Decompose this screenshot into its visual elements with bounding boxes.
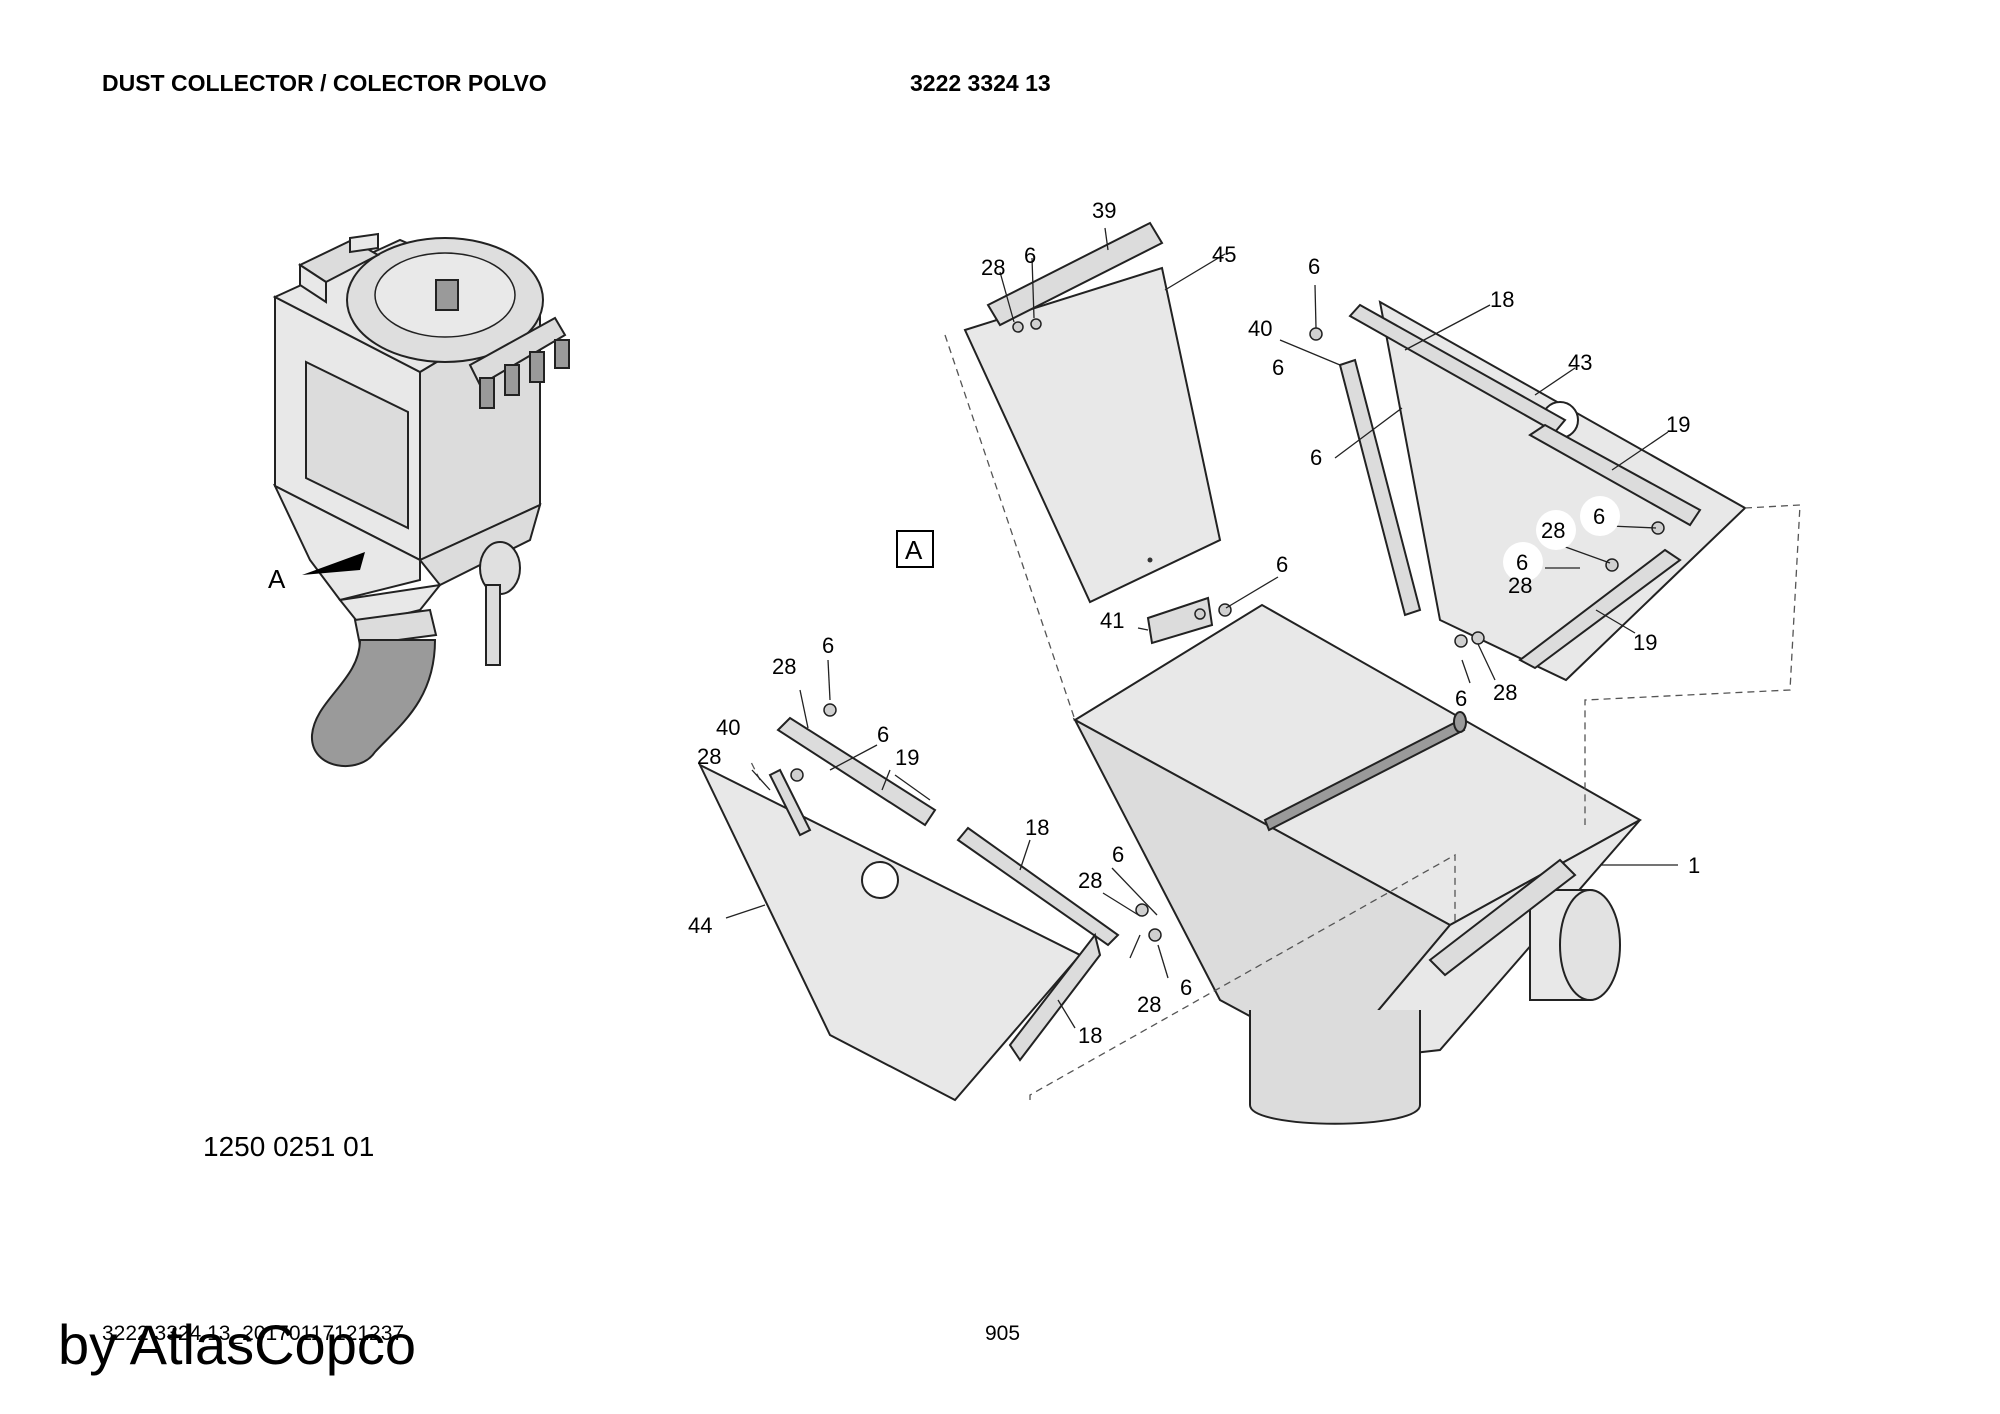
callout-28: 28 (1493, 680, 1517, 705)
callout-6: 6 (1310, 445, 1322, 470)
callout-6: 6 (822, 633, 834, 658)
callout-44: 44 (688, 913, 712, 938)
callout-28: 28 (1078, 868, 1102, 893)
callout-28: 28 (1508, 573, 1532, 598)
callout-circles (1503, 496, 1620, 582)
callout-6: 6 (1180, 975, 1192, 1000)
callout-28: 28 (772, 654, 796, 679)
callout-28: 28 (697, 744, 721, 769)
callout-6: 6 (1308, 254, 1320, 279)
page-number: 905 (985, 1322, 1021, 1345)
callout-19: 19 (1633, 630, 1657, 655)
callout-6: 6 (877, 722, 889, 747)
callout-39: 39 (1092, 198, 1116, 223)
callout-6: 6 (1455, 686, 1467, 711)
footer-document-id: 3222 3324 13_20170117121237 (102, 1322, 405, 1345)
view-a-box: A (896, 530, 934, 568)
callout-43: 43 (1568, 350, 1592, 375)
watermark: by AtlasCopco (58, 1313, 416, 1376)
callout-18: 18 (1025, 815, 1049, 840)
callout-6: 6 (1024, 243, 1036, 268)
view-marker: A (268, 564, 286, 594)
callout-6: 6 (1276, 552, 1288, 577)
panel-45 (963, 221, 1222, 604)
callout-6: 6 (1593, 504, 1605, 529)
panel-44 (697, 703, 1162, 1102)
callout-40: 40 (716, 715, 740, 740)
dust-collector-overview (272, 232, 570, 767)
view-arrow-icon (302, 552, 365, 575)
callout-40: 40 (1248, 316, 1272, 341)
callout-28: 28 (1137, 992, 1161, 1017)
callout-labels: 39 45 28 6 6 18 40 43 6 19 6 28 6 6 41 1… (688, 198, 1700, 1048)
callout-45: 45 (1212, 242, 1236, 267)
callout-1: 1 (1688, 853, 1700, 878)
callout-19: 19 (895, 745, 919, 770)
callout-19: 19 (1666, 412, 1690, 437)
callout-18: 18 (1078, 1023, 1102, 1048)
part-number: 3222 3324 13 (910, 70, 1051, 96)
callout-28: 28 (981, 255, 1005, 280)
leader-lines (725, 227, 1678, 1029)
drawing-number: 1250 0251 01 (203, 1131, 375, 1162)
callout-6: 6 (1272, 355, 1284, 380)
callout-6: 6 (1516, 550, 1528, 575)
callout-6: 6 (1112, 842, 1124, 867)
panel-43 (1309, 300, 1747, 682)
callout-28: 28 (1541, 518, 1565, 543)
callout-18: 18 (1490, 287, 1514, 312)
callout-41: 41 (1100, 608, 1124, 633)
view-a-label: A (905, 535, 923, 565)
page-title: DUST COLLECTOR / COLECTOR POLVO (102, 70, 547, 96)
hopper-1 (1072, 603, 1643, 1125)
